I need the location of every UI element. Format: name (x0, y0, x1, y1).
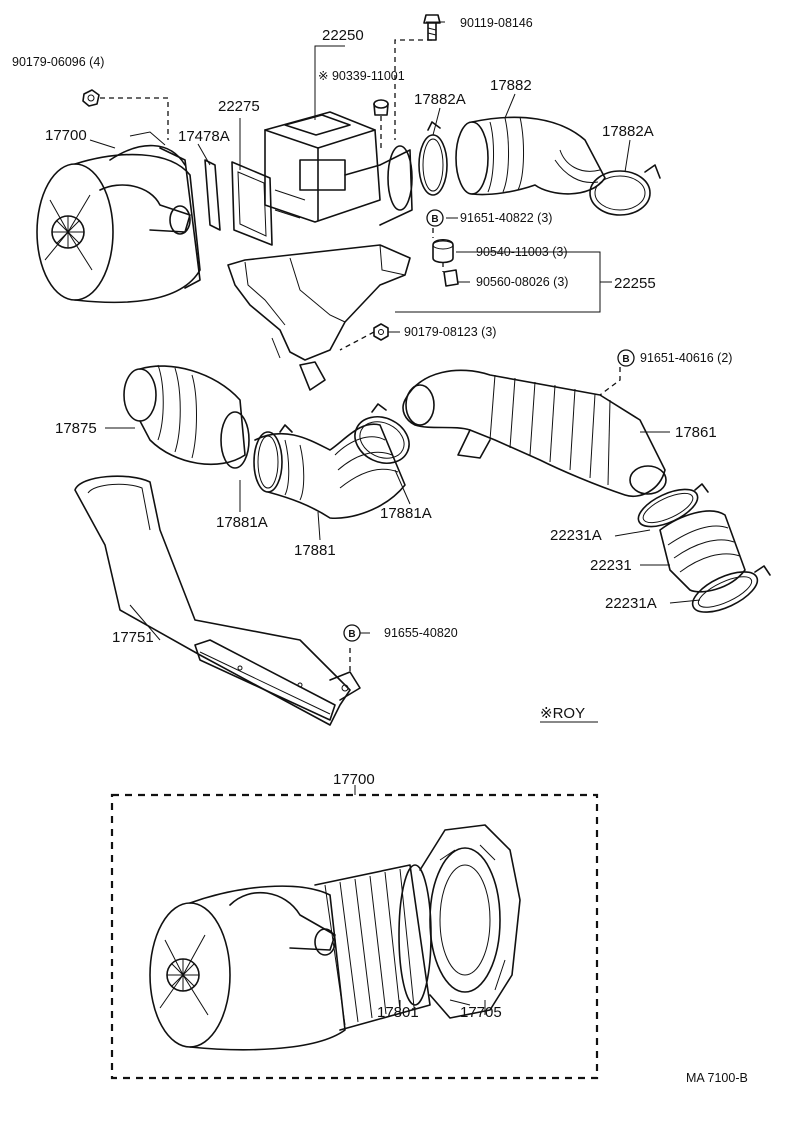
label-17700-bottom: 17700 (333, 771, 375, 788)
reference-code: MA 7100-B (686, 1071, 748, 1085)
relation-lines (100, 39, 621, 672)
hose-17882 (455, 116, 606, 196)
label-91655-40820: 91655-40820 (384, 626, 458, 640)
label-17478a: 17478A (178, 128, 230, 145)
label-90540-11003: 90540-11003 (3) (476, 245, 568, 259)
label-17881a-left: 17881A (216, 514, 268, 531)
label-17861: 17861 (675, 424, 717, 441)
cushion-90540-11003 (432, 238, 454, 264)
collar-90560-08026 (443, 269, 459, 287)
gasket-17478a (204, 159, 221, 231)
part-labels: 90179-06096 (4) 17700 22250 ※ 90339-1100… (12, 16, 748, 1085)
roy-note: ※ROY (540, 705, 585, 722)
intake-duct-17751 (74, 475, 361, 726)
nut-90179-08123 (373, 323, 389, 341)
label-17705: 17705 (460, 1004, 502, 1021)
leader-lines (89, 21, 701, 1015)
clamp-17882a-right (589, 164, 661, 216)
label-17751: 17751 (112, 629, 154, 646)
clamp-17882a-left (418, 121, 448, 196)
label-17801: 17801 (377, 1004, 419, 1021)
label-22250: 22250 (322, 27, 364, 44)
label-90179-08123: 90179-08123 (3) (404, 325, 496, 339)
label-22231a-top: 22231A (550, 527, 602, 544)
bolt-marker-91655-40820: B (343, 624, 361, 642)
label-17882a-left: 17882A (414, 91, 466, 108)
grommet-90339-11001 (373, 99, 389, 116)
label-90560-08026: 90560-08026 (3) (476, 275, 568, 289)
hose-17875 (123, 364, 250, 469)
screw-90119-08146 (423, 14, 441, 41)
label-91651-40616: 91651-40616 (2) (640, 351, 732, 365)
label-17882a-right: 17882A (602, 123, 654, 140)
label-22231a-bottom: 22231A (605, 595, 657, 612)
air-cleaner-exploded (110, 793, 599, 1080)
bolt-marker-91651-40822: B (426, 209, 444, 227)
label-90179-06096: 90179-06096 (4) (12, 55, 104, 69)
air-cleaner-assy-top (36, 131, 201, 304)
svg-text:B: B (622, 354, 629, 365)
label-22255: 22255 (614, 275, 656, 292)
resonator-17861 (402, 369, 667, 497)
label-22231: 22231 (590, 557, 632, 574)
label-17881a-right: 17881A (380, 505, 432, 522)
label-17881: 17881 (294, 542, 336, 559)
label-17875: 17875 (55, 420, 97, 437)
label-91651-40822: 91651-40822 (3) (460, 211, 552, 225)
label-90339-11001: ※ 90339-11001 (318, 69, 405, 83)
svg-text:B: B (431, 214, 438, 225)
clamp-22231a-top (637, 483, 709, 528)
gasket-22275 (231, 161, 273, 246)
clamp-22231a-bottom (691, 565, 771, 613)
label-22275: 22275 (218, 98, 260, 115)
bolt-marker-91651-40616: B (617, 349, 635, 367)
label-17700-top: 17700 (45, 127, 87, 144)
nut-90179-06096 (82, 89, 100, 107)
hose-22231 (659, 510, 746, 593)
svg-text:B: B (348, 629, 355, 640)
bracket-air-cleaner (227, 244, 411, 391)
air-flow-meter-22250 (264, 111, 413, 226)
label-17882: 17882 (490, 77, 532, 94)
clamp-17881a-right (354, 403, 410, 464)
label-90119-08146: 90119-08146 (460, 16, 533, 30)
